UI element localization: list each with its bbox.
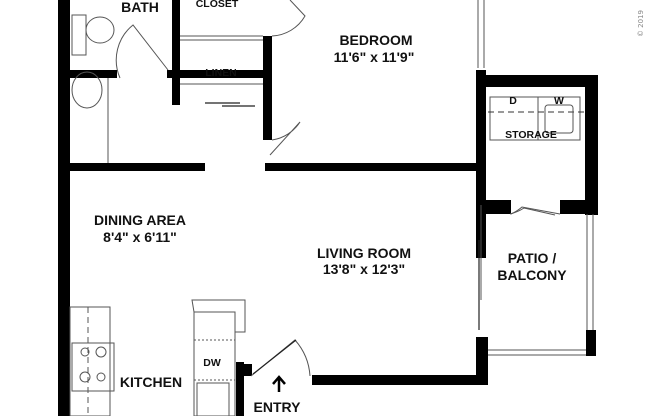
room-labels: BATH CLOSET LINEN BEDROOM 11'6" x 11'9" … [94, 0, 645, 415]
living-size: 13'8" x 12'3" [323, 261, 405, 277]
storage-label: STORAGE [505, 129, 557, 141]
closet-label: CLOSET [196, 0, 239, 10]
dining-label: DINING AREA [94, 212, 186, 228]
living-label: LIVING ROOM [317, 245, 411, 261]
bath-label: BATH [121, 0, 159, 15]
dishwasher-label: DW [203, 357, 221, 369]
copyright-text: © 2019 [637, 10, 645, 37]
entry-label: ENTRY [254, 399, 302, 415]
patio-label-line1: PATIO / [508, 250, 557, 266]
washer-label: W [554, 95, 564, 107]
dryer-label: D [509, 95, 517, 107]
bedroom-size: 11'6" x 11'9" [334, 49, 415, 65]
fixtures [69, 0, 594, 416]
linen-label: LINEN [205, 67, 237, 79]
patio-label-line2: BALCONY [497, 267, 567, 283]
dining-size: 8'4" x 6'11" [103, 229, 177, 245]
bedroom-label: BEDROOM [339, 32, 412, 48]
walls [58, 0, 598, 416]
entry-arrow-icon [272, 375, 286, 392]
kitchen-label: KITCHEN [120, 374, 182, 390]
